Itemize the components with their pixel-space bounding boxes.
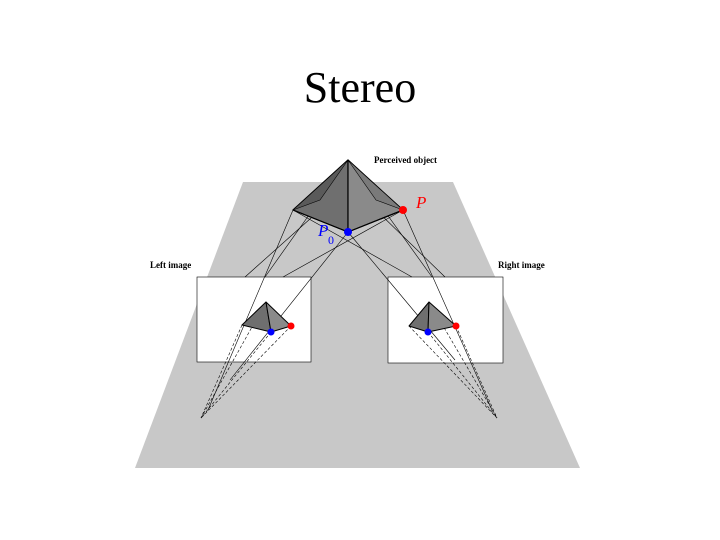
ground-plane — [135, 182, 580, 468]
slide-title: Stereo — [303, 63, 417, 112]
point-p-marker — [399, 206, 407, 214]
left-image-label: Left image — [150, 260, 191, 270]
perceived-object-pyramid — [292, 159, 404, 233]
right-p0-marker — [424, 328, 432, 336]
point-p-label: P — [415, 193, 426, 212]
left-p0-marker — [267, 328, 275, 336]
left-image-pyramid — [241, 301, 292, 333]
point-p0-label: P — [317, 221, 328, 240]
right-image-label: Right image — [498, 260, 545, 270]
projection-rays — [207, 159, 493, 411]
left-p-marker — [287, 322, 295, 330]
right-p-marker — [452, 322, 460, 330]
right-image-pyramid — [408, 301, 457, 333]
point-p0-marker — [344, 228, 352, 236]
point-p0-subscript: 0 — [328, 233, 334, 247]
perceived-object-label: Perceived object — [374, 155, 437, 165]
